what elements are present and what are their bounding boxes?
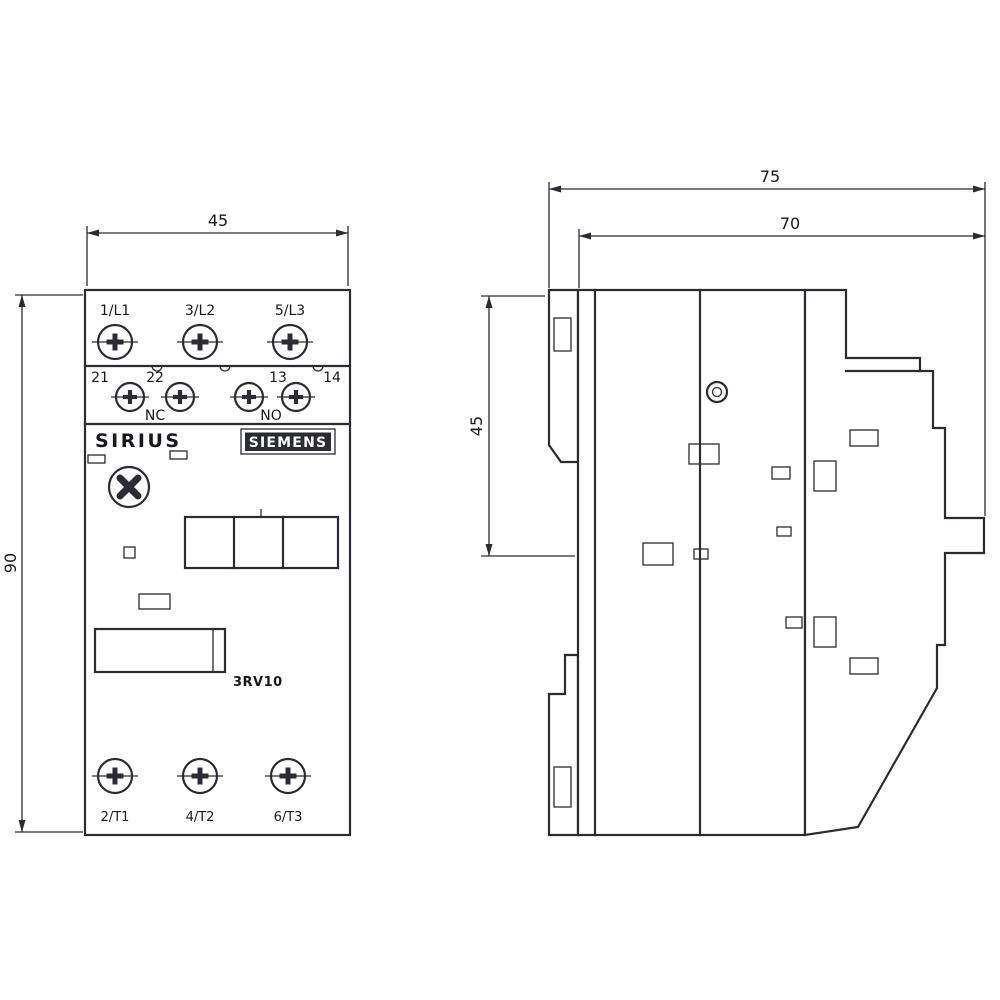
dimension-front-width: 45 bbox=[86, 211, 349, 286]
model-text: 3RV10 bbox=[233, 675, 283, 690]
switch-actuator bbox=[183, 509, 340, 570]
terminal-label-bottom: 2/T1 bbox=[101, 810, 130, 825]
terminal-label-bottom: 4/T2 bbox=[186, 810, 215, 825]
aux-terminal-number: 21 bbox=[91, 370, 109, 386]
aux-terminal-number: 22 bbox=[146, 370, 164, 386]
dimension-front-height: 90 bbox=[1, 294, 83, 833]
siemens-logo: SIEMENS bbox=[240, 428, 336, 455]
dim-overall-depth-label: 75 bbox=[760, 167, 780, 186]
din-clip-top bbox=[547, 288, 580, 464]
aux-terminal-number: 13 bbox=[269, 370, 287, 386]
label-field bbox=[93, 627, 227, 674]
dim-body-depth-label: 70 bbox=[780, 214, 800, 233]
side-view bbox=[547, 288, 986, 837]
mounting-hole bbox=[705, 380, 729, 404]
dim-upper-height-label: 45 bbox=[467, 416, 486, 436]
terminal-label-top: 5/L3 bbox=[275, 303, 305, 319]
front-housing-profile bbox=[803, 288, 986, 837]
brand-text: SIRIUS bbox=[95, 430, 182, 452]
dim-height-label: 90 bbox=[1, 553, 20, 573]
aux-contact-label: NC bbox=[145, 408, 165, 424]
terminal-label-top: 3/L2 bbox=[185, 303, 215, 319]
aux-terminal-number: 14 bbox=[323, 370, 341, 386]
rotary-dial-icon bbox=[107, 465, 151, 509]
terminal-label-bottom: 6/T3 bbox=[274, 810, 303, 825]
siemens-logo-text: SIEMENS bbox=[249, 435, 328, 451]
dimension-body-depth: 70 bbox=[578, 214, 985, 288]
dim-width-label: 45 bbox=[208, 211, 228, 230]
aux-contact-label: NO bbox=[260, 408, 282, 424]
terminal-label-top: 1/L1 bbox=[100, 303, 130, 319]
dimension-upper-height: 45 bbox=[467, 295, 575, 557]
dimension-overall-depth: 75 bbox=[548, 167, 986, 516]
side-body bbox=[576, 288, 807, 837]
din-clip-bottom bbox=[547, 653, 580, 837]
front-view: 1/L1 3/L2 5/L3 21 22 13 14 NC NO SIRIUS … bbox=[83, 288, 352, 837]
